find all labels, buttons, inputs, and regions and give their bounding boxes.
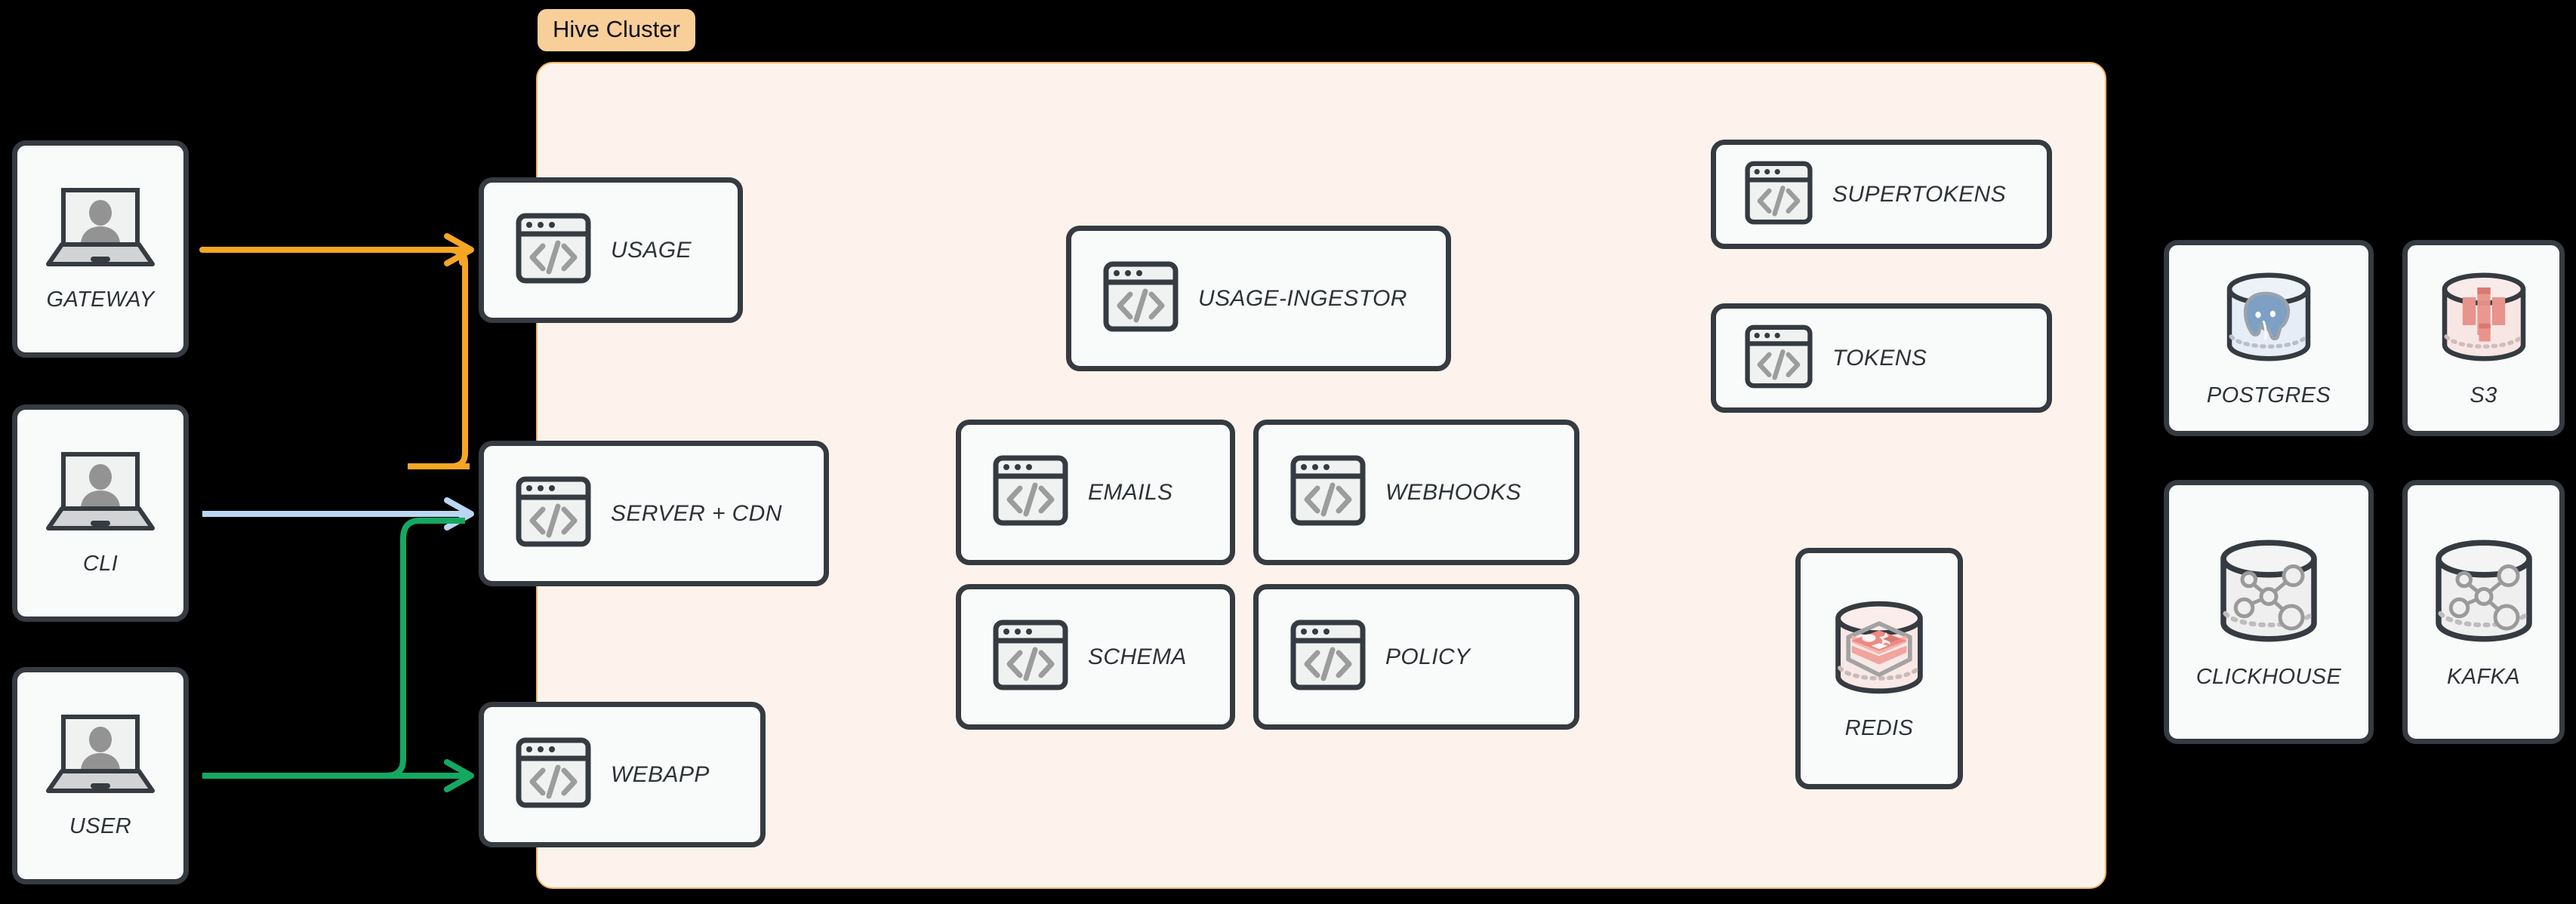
service-card-webhooks[interactable]: WEBHOOKS — [1253, 420, 1579, 565]
code-window-icon — [1290, 455, 1366, 530]
service-card-server-cdn[interactable]: SERVER + CDN — [479, 441, 829, 586]
service-label: SUPERTOKENS — [1832, 181, 2007, 207]
service-label: TOKENS — [1832, 345, 1927, 371]
client-label: CLI — [82, 552, 119, 576]
service-label: SERVER + CDN — [611, 500, 782, 526]
service-label: USAGE-INGESTOR — [1198, 285, 1407, 311]
datastore-label: CLICKHOUSE — [2195, 665, 2342, 689]
code-window-icon — [993, 620, 1068, 694]
code-window-icon — [1745, 161, 1813, 229]
code-window-icon — [516, 476, 591, 551]
service-card-tokens[interactable]: TOKENS — [1711, 303, 2052, 413]
client-card-cli[interactable]: CLI — [12, 404, 189, 622]
cluster-database-icon — [2427, 534, 2541, 651]
service-card-supertokens[interactable]: SUPERTOKENS — [1711, 140, 2052, 249]
code-window-icon — [1290, 620, 1366, 694]
service-card-policy[interactable]: POLICY — [1253, 584, 1579, 730]
code-window-icon — [993, 455, 1068, 530]
datastore-card-kafka[interactable]: KAFKA — [2402, 480, 2565, 744]
datastore-card-s3[interactable]: S3 — [2402, 240, 2565, 436]
datastore-card-clickhouse[interactable]: CLICKHOUSE — [2164, 480, 2374, 744]
service-label: SCHEMA — [1088, 644, 1187, 669]
service-card-usage-ingestor[interactable]: USAGE-INGESTOR — [1066, 226, 1451, 371]
cluster-database-icon — [2212, 534, 2325, 651]
hive-cluster-label: Hive Cluster — [538, 9, 695, 51]
postgres-database-icon — [2220, 268, 2318, 370]
service-card-webapp[interactable]: WEBAPP — [479, 702, 766, 847]
service-label: WEBHOOKS — [1385, 479, 1521, 505]
service-card-emails[interactable]: EMAILS — [956, 420, 1235, 565]
code-window-icon — [516, 737, 591, 812]
code-window-icon — [516, 213, 591, 287]
client-card-gateway[interactable]: GATEWAY — [12, 140, 189, 358]
datastore-label: KAFKA — [2446, 665, 2521, 689]
redis-database-icon — [1828, 596, 1930, 703]
laptop-user-icon — [44, 450, 157, 538]
service-card-redis[interactable]: REDIS — [1795, 548, 1963, 789]
service-label: REDIS — [1844, 716, 1914, 740]
datastore-label: POSTGRES — [2206, 383, 2331, 407]
datastore-card-postgres[interactable]: POSTGRES — [2164, 240, 2374, 436]
client-label: GATEWAY — [46, 287, 155, 312]
service-label: WEBAPP — [611, 761, 710, 787]
laptop-user-icon — [44, 712, 157, 801]
laptop-user-icon — [44, 186, 157, 274]
client-card-user[interactable]: USER — [12, 667, 189, 884]
code-window-icon — [1745, 324, 1813, 392]
code-window-icon — [1103, 261, 1179, 336]
service-label: POLICY — [1385, 644, 1471, 669]
service-label: USAGE — [611, 237, 692, 263]
service-card-schema[interactable]: SCHEMA — [956, 584, 1235, 730]
s3-database-icon — [2435, 268, 2533, 370]
service-card-usage[interactable]: USAGE — [479, 177, 743, 323]
client-label: USER — [69, 814, 132, 838]
datastore-label: S3 — [2470, 383, 2497, 407]
service-label: EMAILS — [1088, 479, 1173, 505]
